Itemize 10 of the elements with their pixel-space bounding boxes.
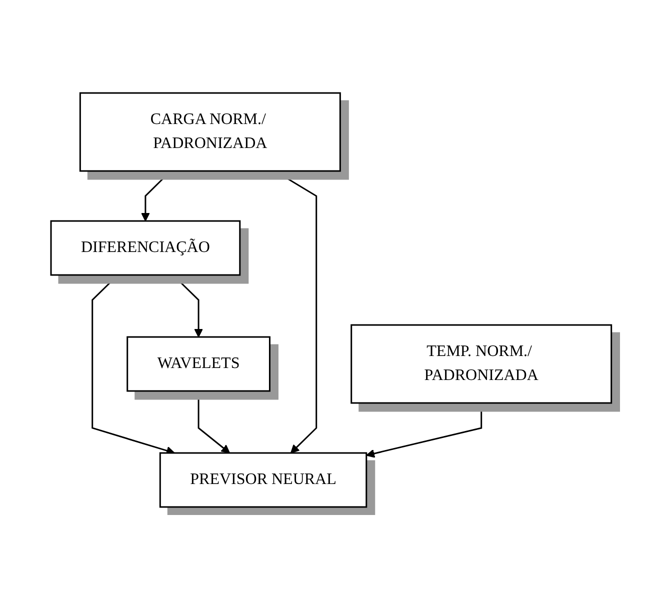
arrow (274, 170, 318, 454)
arrow (198, 391, 230, 454)
arrow (366, 403, 482, 458)
node-box: WAVELETS (126, 336, 271, 392)
node-box: TEMP. NORM./ PADRONIZADA (350, 324, 612, 404)
node-box: CARGA NORM./ PADRONIZADA (80, 92, 342, 172)
arrow (141, 170, 172, 222)
node-box: PREVISOR NEURAL (160, 452, 368, 508)
arrow (172, 274, 204, 338)
node-box: DIFERENCIAÇÃO (50, 220, 241, 276)
